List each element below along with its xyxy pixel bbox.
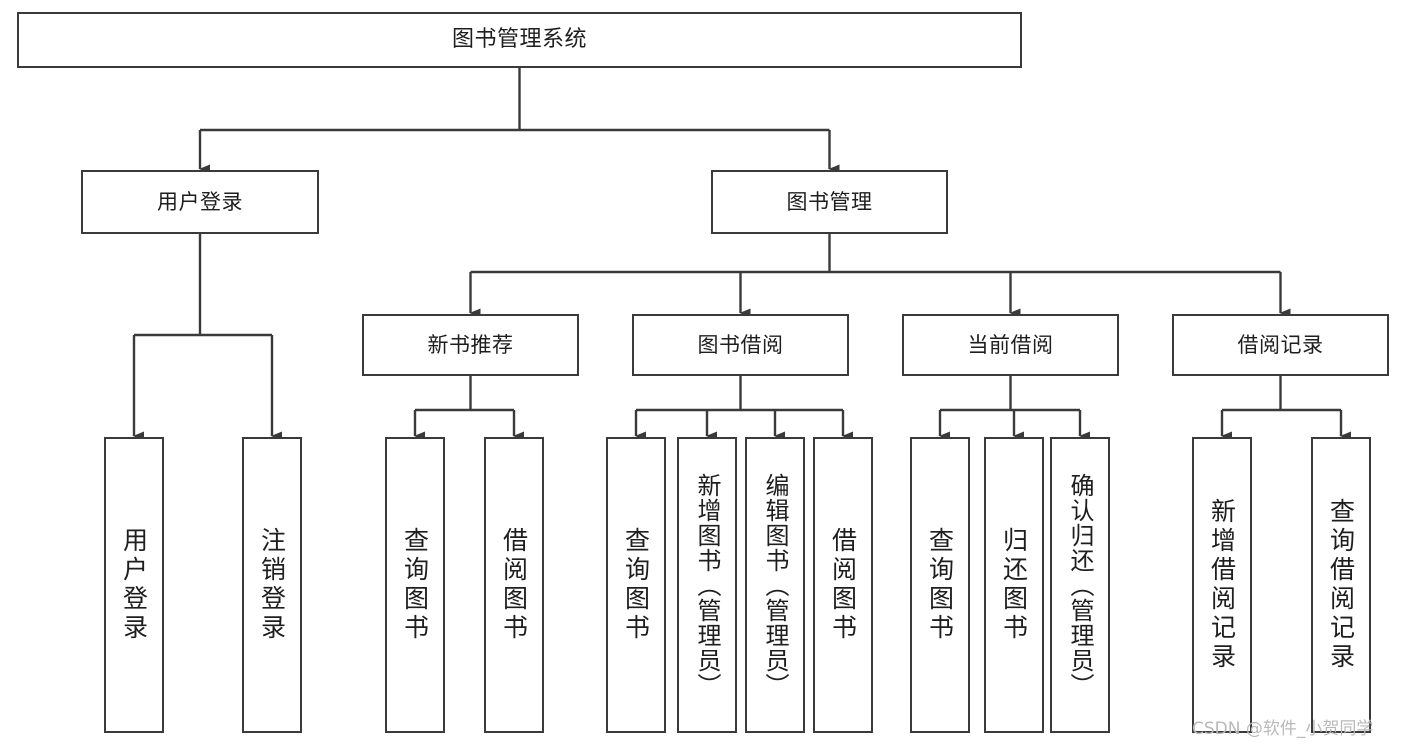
node-leaf-borrow-book-1-label: 借阅图书 — [499, 527, 529, 643]
node-borrow-record[interactable]: 借阅记录 — [1172, 314, 1389, 376]
node-leaf-query-record[interactable]: 查询借阅记录 — [1311, 437, 1371, 733]
node-new-book-rec-label: 新书推荐 — [427, 332, 514, 357]
node-current-borrow-label: 当前借阅 — [967, 332, 1054, 357]
node-leaf-add-record-label: 新增借阅记录 — [1207, 498, 1237, 672]
node-leaf-confirm-return-label: 确认归还（管理员） — [1066, 472, 1094, 698]
node-leaf-query-book-3[interactable]: 查询图书 — [910, 437, 970, 733]
node-root[interactable]: 图书管理系统 — [17, 12, 1022, 68]
node-current-borrow[interactable]: 当前借阅 — [902, 314, 1119, 376]
node-book-manage[interactable]: 图书管理 — [711, 170, 948, 234]
node-leaf-query-book-1-label: 查询图书 — [400, 527, 430, 643]
node-book-borrow[interactable]: 图书借阅 — [632, 314, 849, 376]
node-leaf-query-book-3-label: 查询图书 — [925, 527, 955, 643]
node-user-login-label: 用户登录 — [157, 189, 243, 214]
node-leaf-add-book[interactable]: 新增图书（管理员） — [677, 437, 737, 733]
node-borrow-record-label: 借阅记录 — [1237, 332, 1324, 357]
node-root-label: 图书管理系统 — [451, 27, 587, 53]
node-leaf-confirm-return[interactable]: 确认归还（管理员） — [1050, 437, 1110, 733]
node-leaf-user-login-label: 用户登录 — [119, 527, 149, 643]
node-leaf-borrow-book-2[interactable]: 借阅图书 — [813, 437, 873, 733]
node-leaf-query-book-1[interactable]: 查询图书 — [385, 437, 445, 733]
node-leaf-add-record[interactable]: 新增借阅记录 — [1192, 437, 1252, 733]
node-leaf-logout-label: 注销登录 — [257, 527, 287, 643]
node-leaf-borrow-book-1[interactable]: 借阅图书 — [484, 437, 544, 733]
node-leaf-edit-book-label: 编辑图书（管理员） — [761, 472, 789, 698]
node-new-book-rec[interactable]: 新书推荐 — [362, 314, 579, 376]
node-leaf-user-login[interactable]: 用户登录 — [104, 437, 164, 733]
csdn-watermark: CSDN @软件_小贺同学 — [1192, 719, 1374, 739]
node-leaf-query-book-2[interactable]: 查询图书 — [606, 437, 666, 733]
node-leaf-return-book[interactable]: 归还图书 — [984, 437, 1044, 733]
node-leaf-query-record-label: 查询借阅记录 — [1326, 498, 1356, 672]
node-leaf-return-book-label: 归还图书 — [999, 527, 1029, 643]
node-leaf-add-book-label: 新增图书（管理员） — [693, 472, 721, 698]
node-leaf-query-book-2-label: 查询图书 — [621, 527, 651, 643]
node-book-manage-label: 图书管理 — [786, 189, 873, 214]
node-book-borrow-label: 图书借阅 — [697, 332, 784, 357]
node-leaf-borrow-book-2-label: 借阅图书 — [828, 527, 858, 643]
node-leaf-edit-book[interactable]: 编辑图书（管理员） — [745, 437, 805, 733]
node-user-login[interactable]: 用户登录 — [81, 170, 319, 234]
node-leaf-logout[interactable]: 注销登录 — [242, 437, 302, 733]
